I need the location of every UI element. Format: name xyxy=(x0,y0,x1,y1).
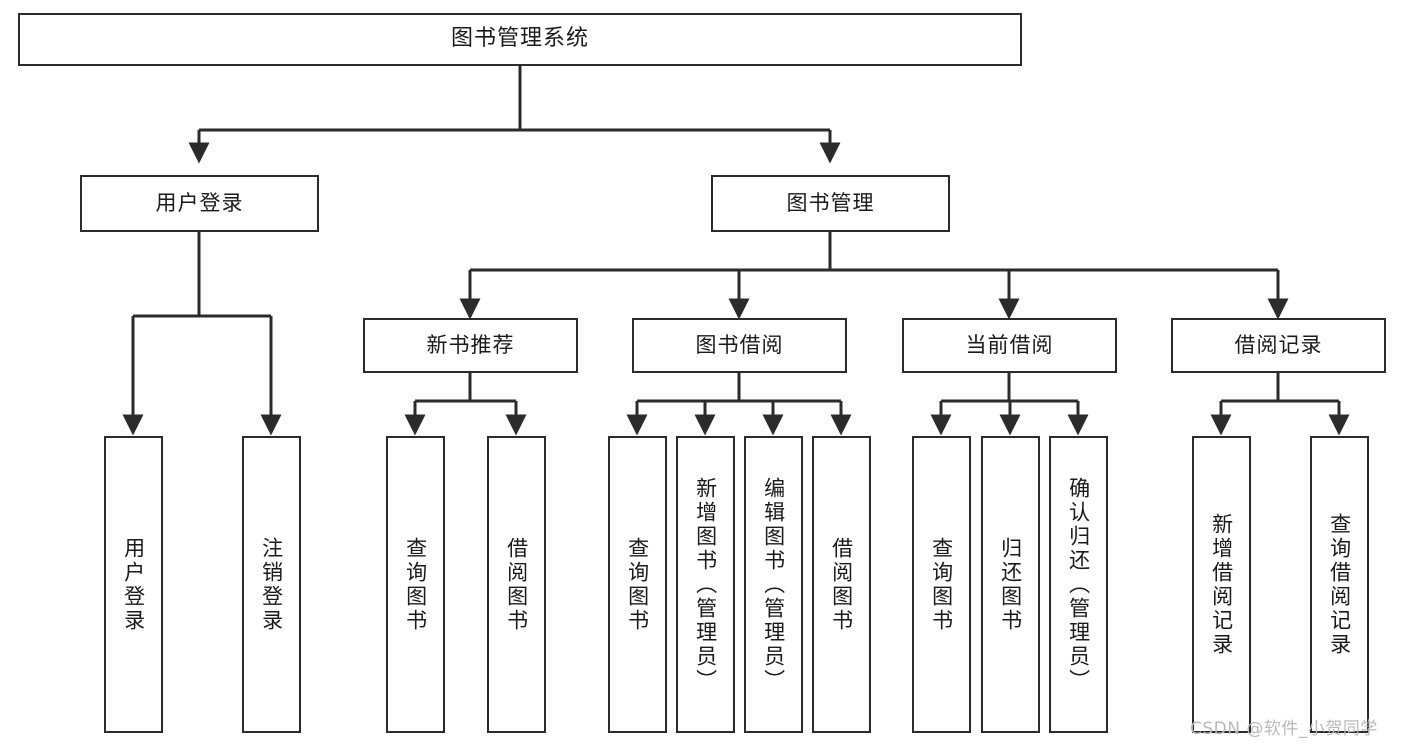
leaf-user-login-logout[interactable]: 注销登录 xyxy=(242,436,301,733)
leaf-label: 查询借阅记录 xyxy=(1327,512,1352,657)
csdn-watermark: CSDN @软件_小贺同学 xyxy=(1190,719,1378,739)
node-root[interactable]: 图书管理系统 xyxy=(18,13,1022,66)
leaf-label: 借阅图书 xyxy=(829,536,854,633)
leaf-current-query-book[interactable]: 查询图书 xyxy=(912,436,971,733)
node-book-management[interactable]: 图书管理 xyxy=(711,175,950,232)
leaf-borrow-edit-book-admin[interactable]: 编辑图书（管理员） xyxy=(744,436,803,733)
leaf-label: 新增借阅记录 xyxy=(1209,512,1234,657)
leaf-user-login-login[interactable]: 用户登录 xyxy=(104,436,163,733)
node-book-borrow[interactable]: 图书借阅 xyxy=(632,318,847,373)
leaf-label: 确认归还（管理员） xyxy=(1066,476,1091,693)
leaf-label: 注销登录 xyxy=(259,536,284,633)
leaf-new-books-query[interactable]: 查询图书 xyxy=(386,436,445,733)
leaf-label: 用户登录 xyxy=(121,536,146,633)
leaf-borrow-borrow-book[interactable]: 借阅图书 xyxy=(812,436,871,733)
leaf-current-return-book[interactable]: 归还图书 xyxy=(981,436,1040,733)
leaf-borrow-add-book-admin[interactable]: 新增图书（管理员） xyxy=(676,436,735,733)
leaf-borrow-query-book[interactable]: 查询图书 xyxy=(608,436,667,733)
leaf-label: 查询图书 xyxy=(403,536,428,633)
node-current-borrow[interactable]: 当前借阅 xyxy=(902,318,1117,373)
leaf-current-confirm-return-admin[interactable]: 确认归还（管理员） xyxy=(1049,436,1108,733)
leaf-new-books-borrow[interactable]: 借阅图书 xyxy=(487,436,546,733)
node-new-book-recommend[interactable]: 新书推荐 xyxy=(363,318,578,373)
leaf-label: 查询图书 xyxy=(625,536,650,633)
node-user-login[interactable]: 用户登录 xyxy=(80,175,319,232)
leaf-label: 查询图书 xyxy=(929,536,954,633)
leaf-records-add-record[interactable]: 新增借阅记录 xyxy=(1192,436,1251,733)
leaf-label: 编辑图书（管理员） xyxy=(761,476,786,693)
leaf-records-query-record[interactable]: 查询借阅记录 xyxy=(1310,436,1369,733)
leaf-label: 归还图书 xyxy=(998,536,1023,633)
leaf-label: 新增图书（管理员） xyxy=(693,476,718,693)
leaf-label: 借阅图书 xyxy=(504,536,529,633)
node-borrow-records[interactable]: 借阅记录 xyxy=(1171,318,1386,373)
